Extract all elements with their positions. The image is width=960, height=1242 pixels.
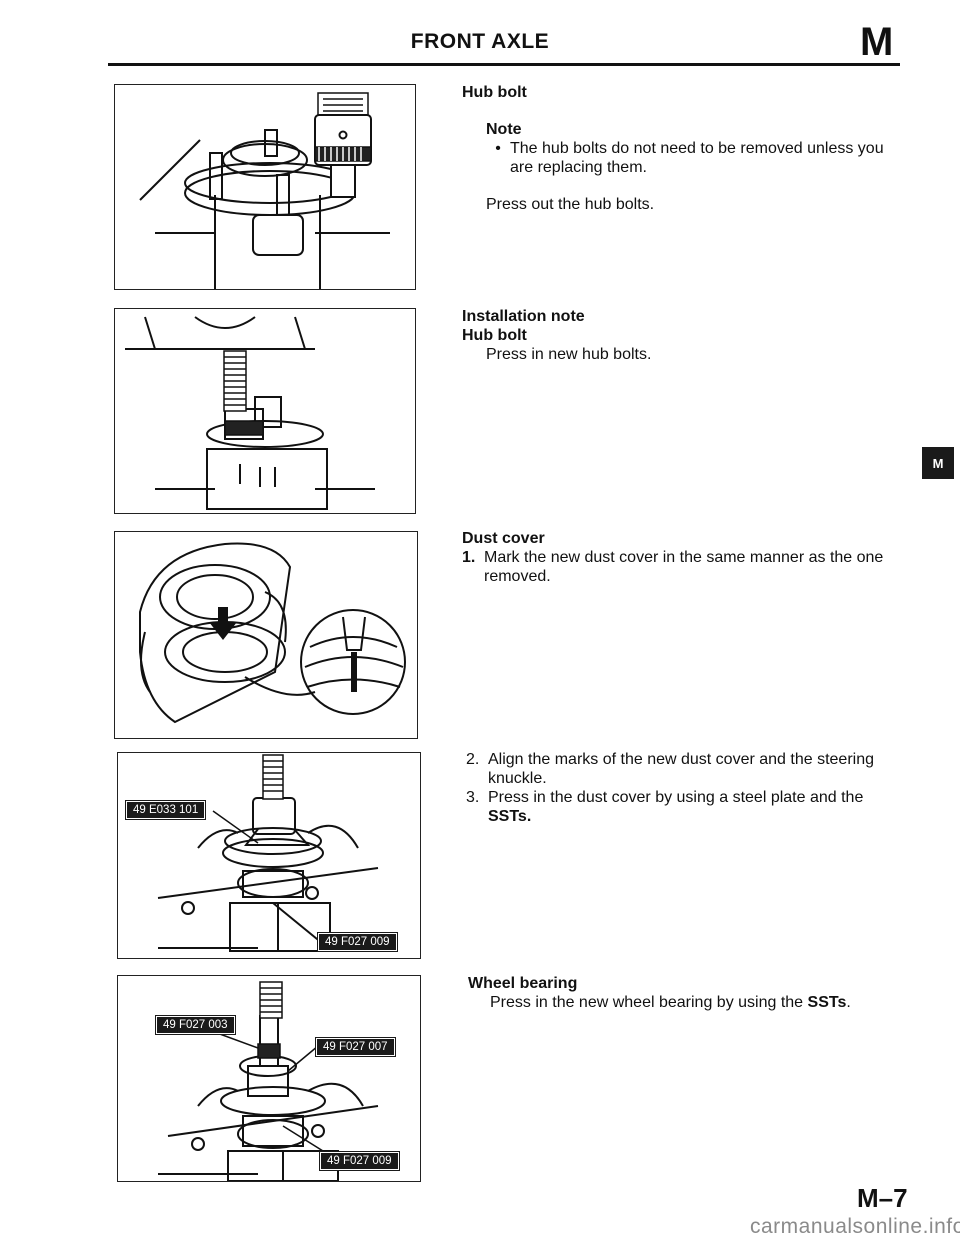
- wheel-bearing-press-illustration: [158, 981, 379, 1181]
- step-text: Align the marks of the new dust cover an…: [488, 751, 874, 787]
- sst-label: 49 F027 003: [155, 1015, 236, 1035]
- step-number: 3.: [466, 789, 480, 806]
- section-hub-bolt-installation: Installation note Hub bolt Press in new …: [462, 307, 907, 364]
- step-number: 2.: [466, 751, 480, 768]
- step-text-prefix: Press in the new wheel bearing by using …: [490, 994, 804, 1011]
- page-title: FRONT AXLE: [410, 30, 550, 53]
- sst-label: 49 F027 007: [315, 1037, 396, 1057]
- bullet-icon: •: [495, 140, 501, 157]
- figure-hub-bolt-installation: [114, 308, 416, 514]
- hub-press-out-illustration: [139, 92, 390, 289]
- sst-label: 49 F027 009: [317, 932, 398, 952]
- note-bullet: • The hub bolts do not need to be remove…: [486, 139, 907, 177]
- step-text-suffix: .: [526, 808, 532, 825]
- watermark: carmanualsonline.info: [750, 1215, 960, 1238]
- section-heading: Dust cover: [462, 530, 545, 547]
- list-item: 3. Press in the dust cover by using a st…: [466, 788, 907, 826]
- dust-cover-illustration: [139, 542, 406, 724]
- step-text: Press in new hub bolts.: [486, 346, 652, 363]
- section-wheel-bearing: Wheel bearing Press in the new wheel bea…: [468, 974, 907, 1012]
- hub-press-in-illustration: [125, 316, 375, 510]
- section-dust-cover-steps: 2. Align the marks of the new dust cover…: [466, 750, 907, 826]
- section-letter: M: [860, 20, 894, 64]
- section-dust-cover: Dust cover 1. Mark the new dust cover in…: [462, 529, 907, 586]
- section-heading: Hub bolt: [462, 84, 527, 101]
- note-text: The hub bolts do not need to be removed …: [510, 140, 884, 176]
- figure-dust-cover-mark: [114, 531, 418, 739]
- step-text: Press out the hub bolts.: [486, 196, 655, 213]
- section-heading: Installation note: [462, 308, 585, 325]
- step-text: Press in the dust cover by using a steel…: [488, 788, 907, 826]
- page-number: M–7: [857, 1183, 908, 1213]
- step-text: Mark the new dust cover in the same mann…: [484, 549, 884, 585]
- step-text-suffix: .: [846, 994, 851, 1011]
- step-number: 1.: [462, 549, 476, 566]
- note-label: Note: [486, 121, 522, 138]
- sst-term: SSTs: [488, 808, 527, 825]
- figure-wheel-bearing-press: 49 F027 003 49 F027 007 49 F027 009: [117, 975, 421, 1182]
- step-text: Press in the new wheel bearing by using …: [468, 993, 907, 1012]
- sst-label: 49 F027 009: [319, 1151, 400, 1171]
- figure-hub-bolt-removal: [114, 84, 416, 290]
- section-heading: Wheel bearing: [468, 975, 578, 992]
- section-subheading: Hub bolt: [462, 327, 527, 344]
- sst-label: 49 E033 101: [124, 800, 207, 820]
- list-item: 2. Align the marks of the new dust cover…: [466, 750, 907, 788]
- sst-term: SSTs: [807, 994, 847, 1011]
- figure-dust-cover-press: 49 E033 101 49 F027 009: [117, 752, 421, 959]
- dust-cover-press-illustration: [157, 754, 379, 952]
- section-hub-bolt-removal: Hub bolt Note • The hub bolts do not nee…: [462, 83, 907, 214]
- header-rule: [108, 63, 900, 66]
- step-text-prefix: Press in the dust cover by using a steel…: [488, 789, 864, 806]
- section-tab-marker: M: [922, 447, 954, 479]
- list-item: 1. Mark the new dust cover in the same m…: [462, 548, 907, 586]
